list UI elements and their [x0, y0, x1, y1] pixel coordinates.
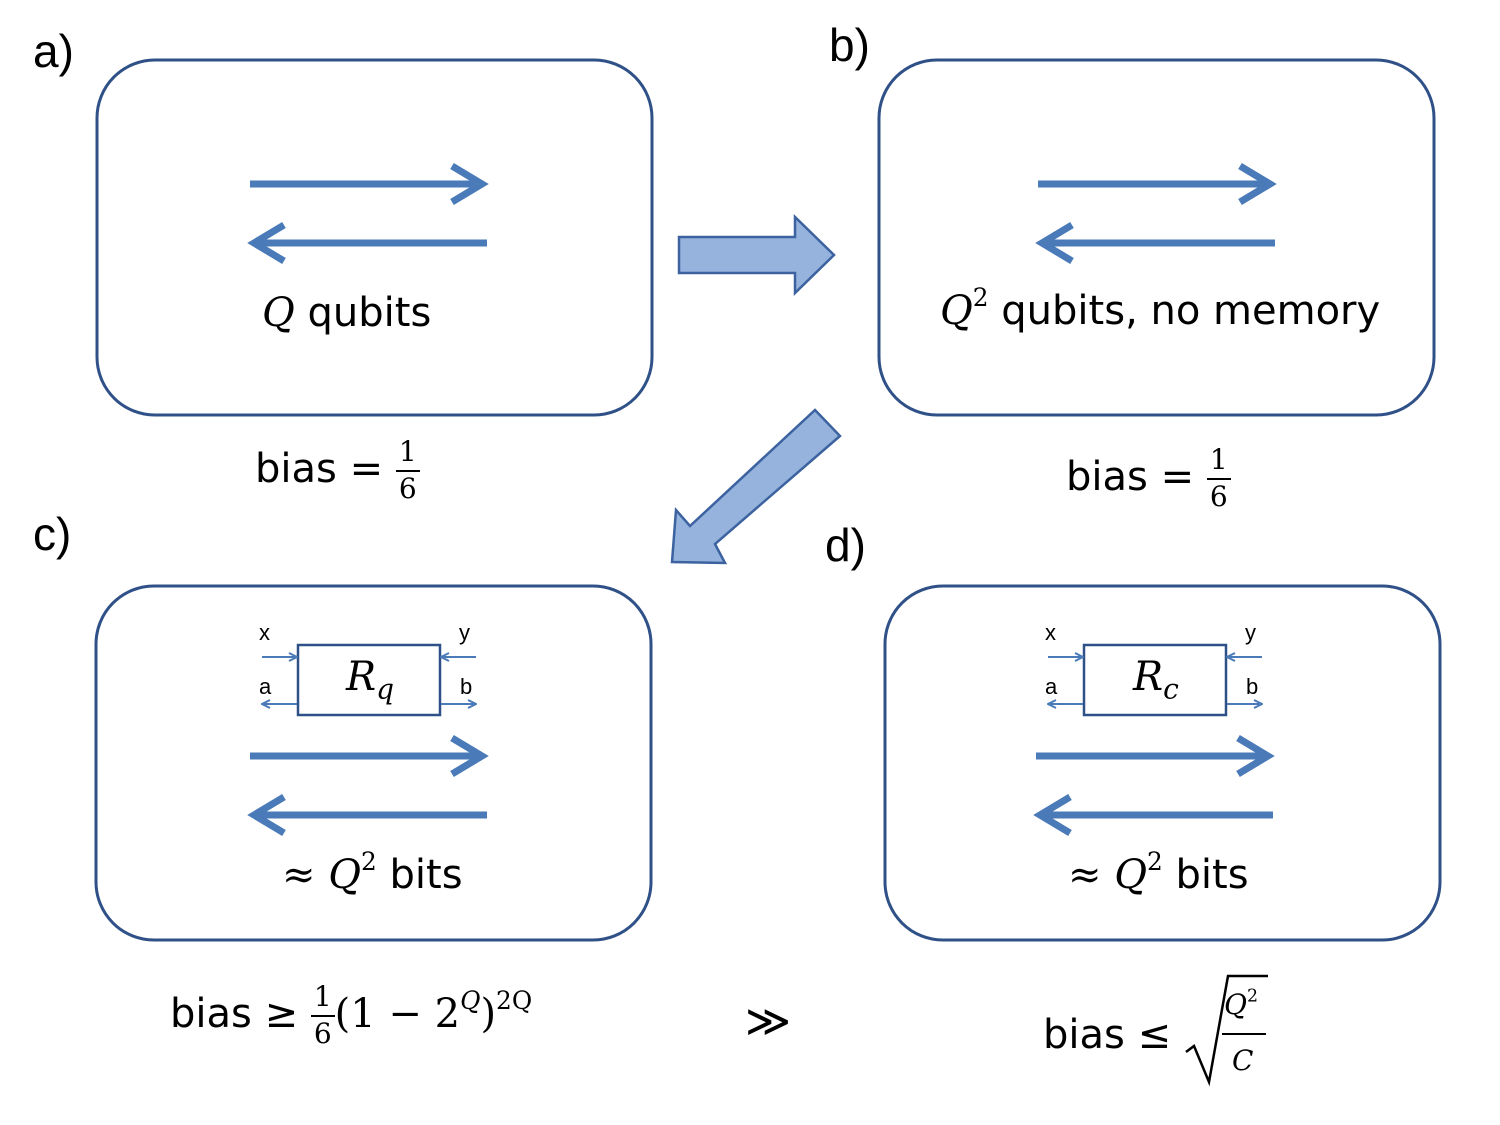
panel-c-bias-num: 1 [310, 981, 335, 1017]
panel-d-caption-var: Q [1114, 852, 1148, 898]
panel-c-resource-var: R [346, 654, 377, 700]
panel-b-caption: Q2 qubits, no memory [940, 285, 1381, 334]
panel-d-port-x: x [1045, 620, 1056, 645]
panel-a-bias-text: bias = [255, 445, 396, 492]
panel-d-resource-var: R [1133, 654, 1164, 700]
panel-d-port-a: a [1045, 674, 1058, 699]
panel-d-resource-sub: c [1163, 672, 1179, 706]
panel-c-bias-tail-sup2: 2Q [496, 985, 533, 1015]
panel-d-box [883, 584, 1442, 942]
panel-d-bias-text: bias ≤ [1043, 1012, 1172, 1058]
block-arrow-b-to-c [670, 408, 842, 565]
panel-d-caption-pre: ≈ [1068, 852, 1115, 898]
panel-c-right-arrow [250, 734, 489, 778]
panel-c-resource-box [296, 643, 442, 717]
panel-d-port-b: b [1246, 674, 1259, 699]
panel-c-caption: ≈ Q2 bits [282, 849, 463, 898]
panel-a-label: a) [33, 25, 74, 77]
panel-c-bias-tail: (1 − 2 [334, 990, 461, 1037]
panel-b-caption-var: Q [940, 288, 973, 334]
panel-d-resource-box [1082, 643, 1228, 717]
panel-a-bias-den: 6 [398, 471, 417, 505]
panel-b-left-arrow [1035, 221, 1275, 265]
panel-d-ports [1048, 657, 1262, 704]
panel-b-bias-den: 6 [1209, 479, 1228, 513]
panel-c-caption-var: Q [328, 852, 362, 898]
panel-a-bias-num: 1 [395, 436, 420, 472]
panel-a-caption-var: Q [262, 290, 295, 336]
panel-a-caption-rest: qubits [294, 290, 432, 336]
panel-c-box [94, 584, 653, 942]
panel-a-left-arrow [247, 221, 487, 265]
panel-a-box [95, 58, 654, 417]
panel-c-bias-text: bias ≥ [170, 990, 311, 1037]
panel-c-bias-tail-sup: Q [460, 985, 481, 1015]
panel-c-port-a: a [259, 674, 272, 699]
panel-a-caption: Q qubits [262, 290, 431, 336]
panel-c-caption-rest: bits [376, 852, 463, 898]
panel-d-sqrt-num: Q2 [1224, 988, 1258, 1021]
panel-c-left-arrow [247, 793, 487, 837]
panel-d-sqrt-den: C [1232, 1044, 1254, 1077]
panel-d-right-arrow [1036, 734, 1275, 778]
panel-c-resource-sub: q [376, 672, 395, 706]
panel-a-right-arrow [250, 162, 489, 206]
panel-b-caption-rest: qubits, no memory [988, 288, 1381, 334]
panel-c-port-y: y [459, 620, 470, 645]
panel-d-resource-label: Rc [1133, 654, 1179, 703]
panel-c-bias-tail-close: ) [480, 990, 497, 1037]
panel-c-port-b: b [460, 674, 473, 699]
panel-c-port-x: x [259, 620, 270, 645]
panel-d-left-arrow [1033, 793, 1273, 837]
panel-c-resource-label: Rq [346, 654, 394, 703]
panel-b-bias-text: bias = [1066, 453, 1207, 500]
panel-c-caption-pre: ≈ [282, 852, 329, 898]
panel-b-box [877, 58, 1436, 417]
panel-d-caption-rest: bits [1162, 852, 1249, 898]
panel-b-label: b) [829, 19, 870, 71]
block-arrow-a-to-b [677, 214, 836, 296]
comparison-symbol: ≫ [745, 996, 792, 1047]
panel-d-port-y: y [1245, 620, 1256, 645]
panel-d-caption: ≈ Q2 bits [1068, 849, 1249, 898]
panel-d-sqrt-num-var: Q [1224, 988, 1247, 1021]
panel-d-caption-sup: 2 [1147, 847, 1163, 877]
panel-d-label: d) [825, 519, 866, 571]
panel-c-ports [262, 657, 476, 704]
panel-d-sqrt-num-sup: 2 [1246, 986, 1259, 1007]
panel-b-bias-num: 1 [1206, 444, 1231, 480]
panel-b-caption-sup: 2 [972, 283, 989, 313]
panel-c-bias-den: 6 [313, 1016, 332, 1050]
panel-c-label: c) [33, 508, 72, 560]
sqrt-sign [1185, 974, 1268, 1087]
panel-c-caption-sup: 2 [361, 847, 377, 877]
panel-b-right-arrow [1038, 162, 1277, 206]
